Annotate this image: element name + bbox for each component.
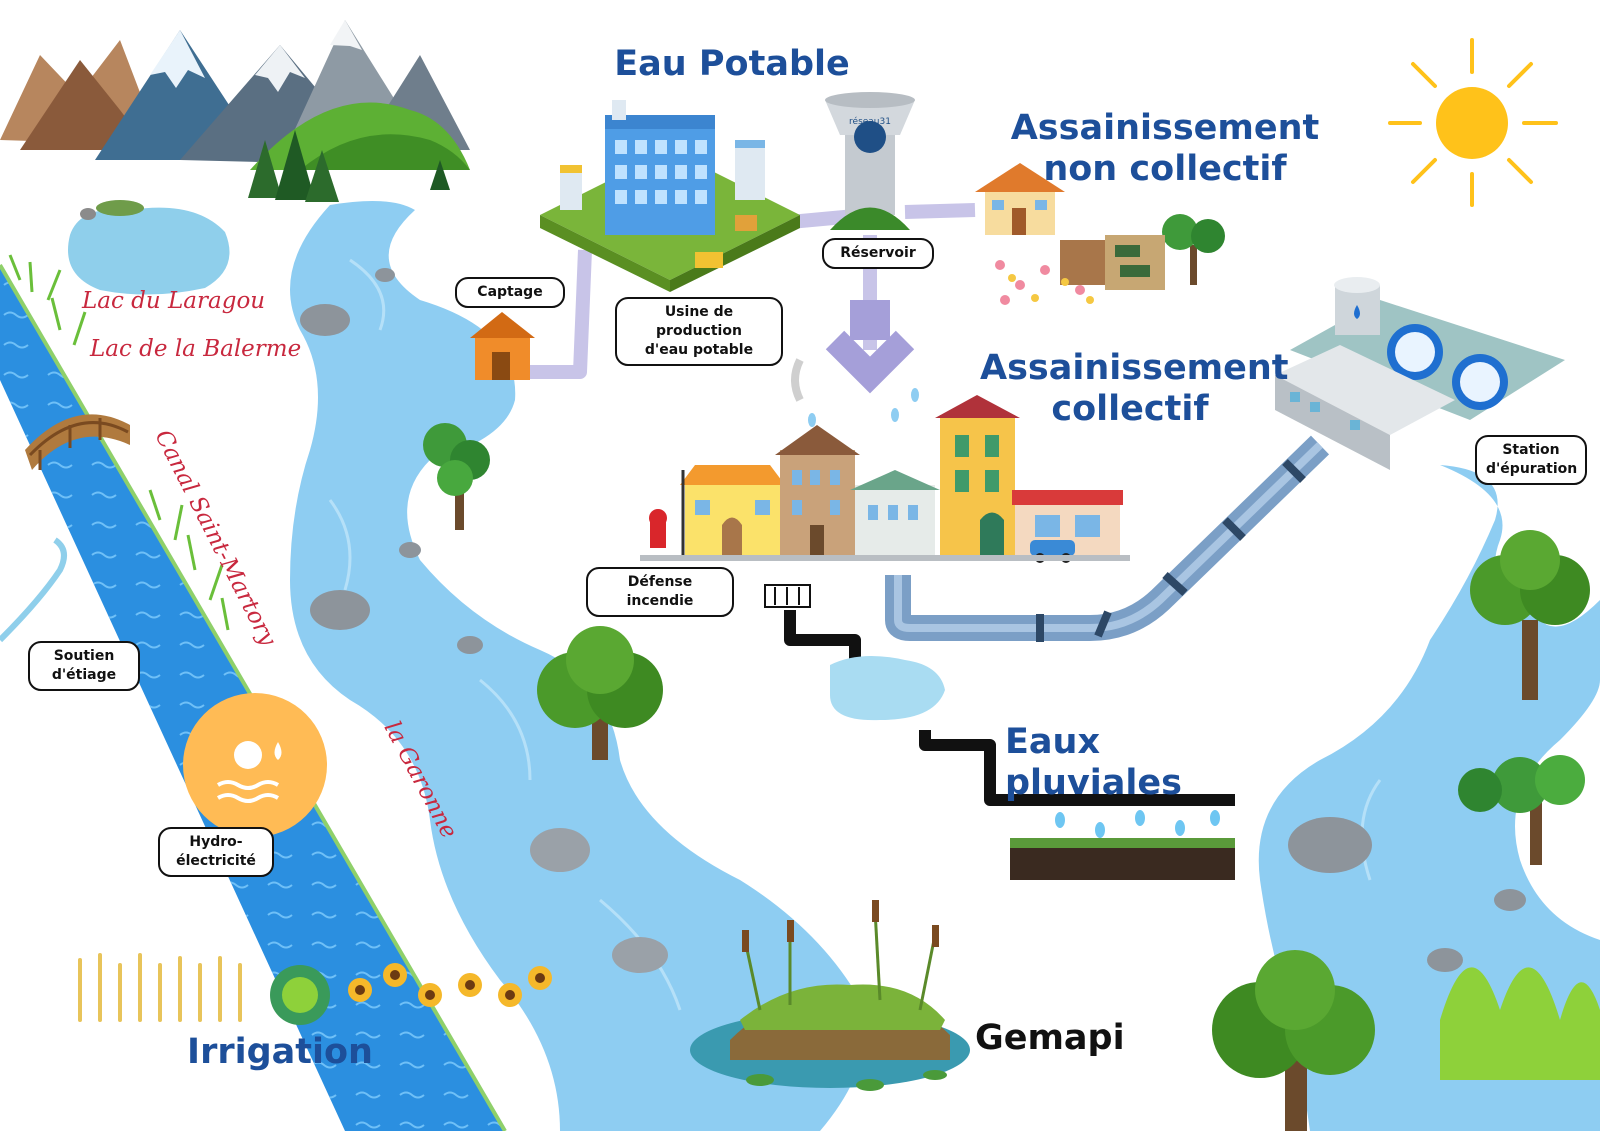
label-defense-incendie: Défense incendie	[586, 567, 734, 617]
river-right	[1258, 465, 1600, 1131]
irrigation-field	[78, 953, 552, 1025]
storm-pipe	[784, 610, 1235, 806]
wetland	[690, 900, 970, 1091]
hydro-icon	[183, 693, 327, 837]
place-lac-balerme: Lac de la Balerme	[90, 336, 302, 362]
label-hydroelectricite: Hydro- électricité	[158, 827, 274, 877]
infiltration	[1010, 810, 1235, 880]
trees	[423, 214, 1600, 1131]
place-lac-laragou: Lac du Laragou	[82, 288, 266, 314]
tower-logo: réseau31	[849, 116, 891, 127]
heading-assainissement-collectif: Assainissement collectif	[980, 348, 1289, 430]
heading-eaux-pluviales: Eaux pluviales	[1005, 722, 1182, 804]
town	[640, 395, 1130, 563]
heading-gemapi: Gemapi	[975, 1018, 1125, 1058]
label-reservoir: Réservoir	[822, 238, 934, 269]
lake	[68, 200, 230, 295]
water-plant	[540, 100, 800, 292]
label-captage: Captage	[455, 277, 565, 308]
stream	[0, 537, 67, 643]
heading-assainissement-non-collectif: Assainissement non collectif	[1010, 108, 1320, 190]
label-soutien-etiage: Soutien d'étiage	[28, 641, 140, 691]
sewer-pipe	[885, 435, 1330, 642]
sun	[1388, 38, 1558, 207]
water-tower: réseau31	[825, 92, 915, 230]
house-non-collective	[975, 163, 1165, 305]
heading-irrigation: Irrigation	[187, 1032, 373, 1072]
bridge	[25, 414, 130, 470]
mountains	[0, 20, 470, 202]
potable-valve	[791, 300, 919, 427]
label-usine: Usine de production d'eau potable	[615, 297, 783, 366]
heading-eau-potable: Eau Potable	[614, 44, 850, 84]
retention-pond	[830, 656, 945, 721]
treatment-plant	[1275, 277, 1565, 470]
storm-grate	[764, 584, 811, 608]
captage-hut	[470, 312, 535, 380]
label-station-epuration: Station d'épuration	[1475, 435, 1587, 485]
